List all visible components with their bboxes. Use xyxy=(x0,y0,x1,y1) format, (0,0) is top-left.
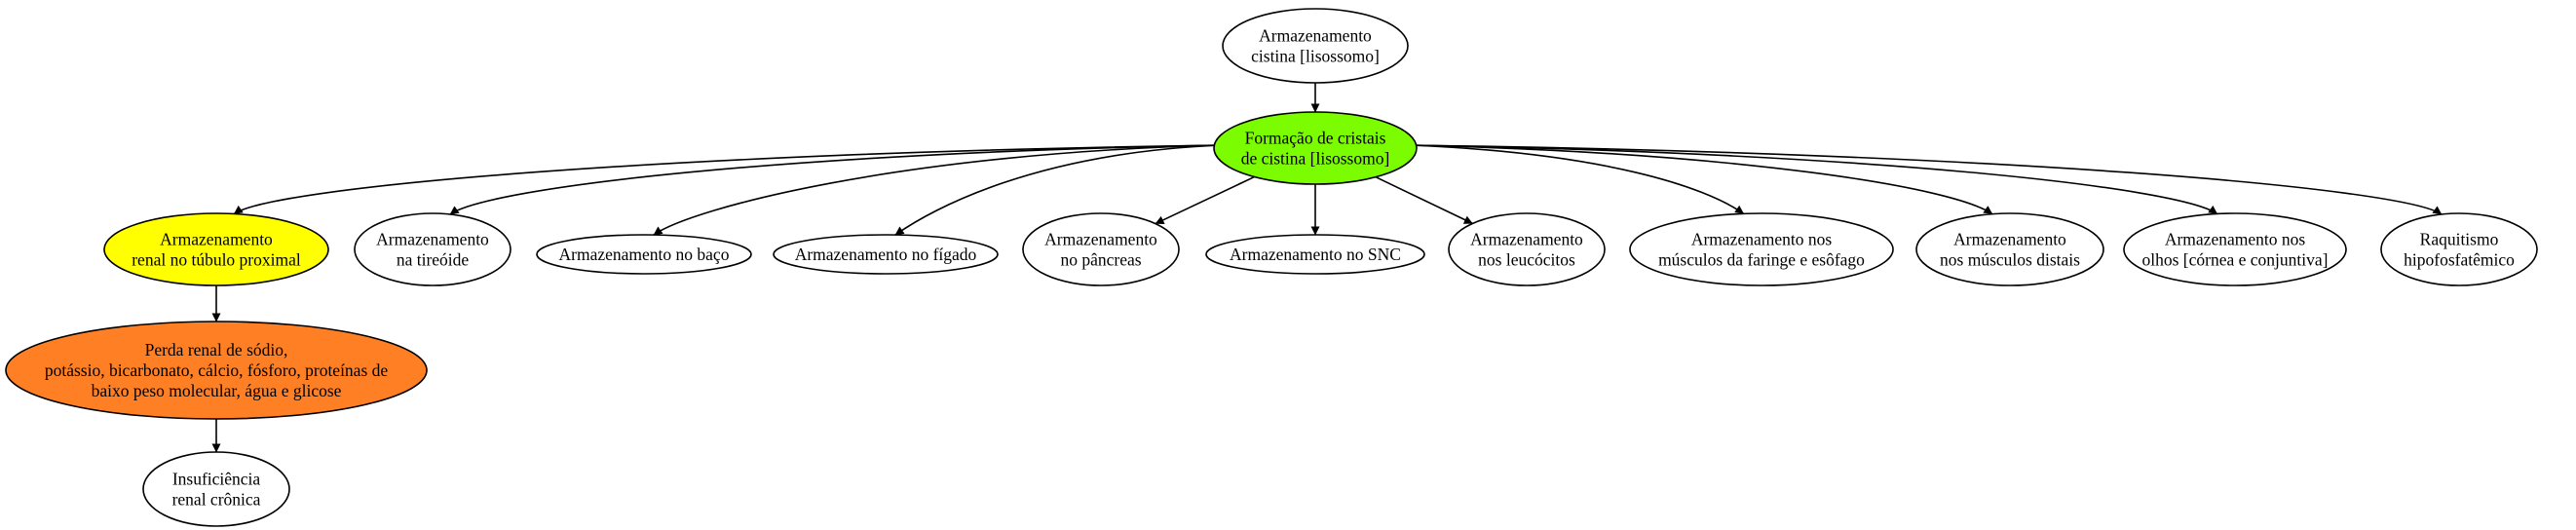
node-ellipse xyxy=(1222,8,1409,84)
node-ellipse xyxy=(1022,212,1180,286)
node-ellipse xyxy=(1629,212,1894,286)
node-label-line: hipofosfatêmico xyxy=(2404,250,2515,270)
edge-crystal_formation-to-thyroid xyxy=(449,144,1222,215)
node-ellipse xyxy=(1205,234,1425,275)
node-cns: Armazenamento no SNC xyxy=(1205,234,1425,275)
node-label-line: Perda renal de sódio, xyxy=(145,340,288,360)
edge-crystal_formation-to-renal_storage xyxy=(233,144,1222,215)
edge-crystal_formation-to-pancreas xyxy=(1155,175,1255,225)
edge-crystal_formation-to-pharynx_muscles xyxy=(1409,144,1745,214)
node-spleen: Armazenamento no baço xyxy=(536,234,752,275)
node-label-line: Armazenamento xyxy=(1953,230,2066,249)
node-liver: Armazenamento no fígado xyxy=(773,234,999,275)
node-ellipse xyxy=(5,321,428,420)
node-label-line: renal crônica xyxy=(172,490,261,510)
edge-crystal_formation-to-rickets xyxy=(1409,144,2443,215)
node-label-line: nos músculos distais xyxy=(1940,250,2080,270)
node-label-line: baixo peso molecular, água e glicose xyxy=(92,381,342,400)
edge-crystal_formation-to-liver xyxy=(894,144,1222,236)
node-ellipse xyxy=(1213,111,1418,185)
node-label-line: nos leucócitos xyxy=(1478,250,1575,270)
node-label-line: Armazenamento no SNC xyxy=(1230,245,1401,264)
node-ellipse xyxy=(1448,212,1606,286)
node-label-line: potássio, bicarbonato, cálcio, fósforo, … xyxy=(45,360,389,380)
node-label-line: cistina [lisossomo] xyxy=(1251,47,1380,66)
node-label-line: Armazenamento nos xyxy=(1691,230,1833,249)
node-label-line: Armazenamento xyxy=(1259,26,1372,46)
node-label-line: Armazenamento xyxy=(1044,230,1157,249)
edge-crystal_formation-to-spleen xyxy=(653,144,1222,236)
node-ellipse xyxy=(2380,212,2538,286)
node-label-line: na tireóide xyxy=(397,250,470,270)
node-ellipse xyxy=(773,234,999,275)
node-ellipse xyxy=(354,212,511,286)
node-label-line: renal no túbulo proximal xyxy=(132,250,301,270)
node-ellipse xyxy=(103,212,329,286)
node-label-line: Armazenamento no fígado xyxy=(795,245,977,264)
node-label-line: de cistina [lisossomo] xyxy=(1241,149,1390,169)
edge-crystal_formation-to-eyes xyxy=(1409,144,2218,215)
edges xyxy=(211,83,2443,453)
node-ellipse xyxy=(536,234,752,275)
node-label-line: Raquitismo xyxy=(2420,230,2499,249)
edge-crystal_formation-to-leukocytes xyxy=(1375,175,1473,225)
node-ellipse xyxy=(142,451,290,527)
node-label-line: no pâncreas xyxy=(1060,250,1141,270)
node-renal-loss: Perda renal de sódio,potássio, bicarbona… xyxy=(5,321,428,420)
node-label-line: Armazenamento xyxy=(160,230,273,249)
node-ellipse xyxy=(1915,212,2104,286)
node-label-line: Insuficiência xyxy=(172,470,261,489)
node-label-line: Armazenamento xyxy=(376,230,489,249)
node-label-line: Armazenamento xyxy=(1470,230,1583,249)
node-label-line: Armazenamento no baço xyxy=(559,245,730,264)
node-ellipse xyxy=(2123,212,2347,286)
node-label-line: Armazenamento nos xyxy=(2165,230,2306,249)
edge-crystal_formation-to-distal_muscles xyxy=(1409,144,1993,215)
node-label-line: músculos da faringe e esôfago xyxy=(1658,250,1865,270)
node-label-line: Formação de cristais xyxy=(1245,129,1386,148)
node-label-line: olhos [córnea e conjuntiva] xyxy=(2142,250,2329,270)
